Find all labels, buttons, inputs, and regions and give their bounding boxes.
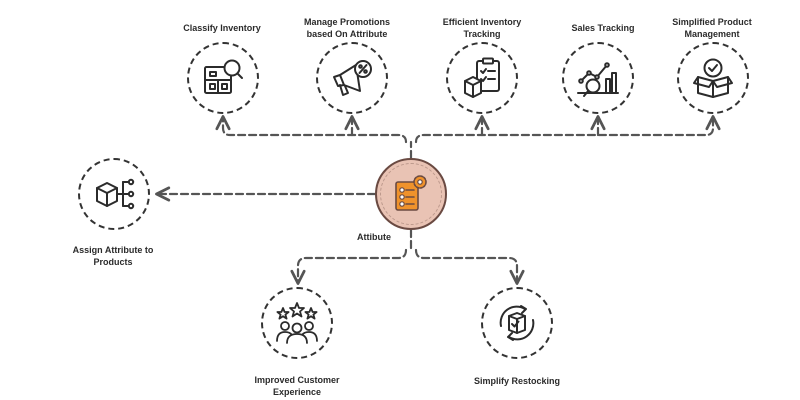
manage-promotions-label: Manage Promotions based On Attribute	[303, 17, 391, 39]
attribute-center-label: Attibute	[357, 232, 391, 242]
chart-magnifier-icon	[577, 62, 619, 97]
center-inner-ring	[380, 163, 442, 225]
simplified-product-label: Simplified Product Management	[672, 17, 752, 39]
simplified-product-node	[677, 42, 749, 114]
box-cycle-icon	[499, 305, 535, 341]
efficient-inventory-node	[446, 42, 518, 114]
box-badge-icon	[693, 58, 733, 98]
classify-inventory-node	[187, 42, 259, 114]
improved-customer-label: Improved Customer Experience	[254, 375, 340, 397]
manage-promotions-node	[316, 42, 388, 114]
assign-attribute-node	[78, 158, 150, 230]
classify-inventory-label: Classify Inventory	[183, 23, 261, 33]
connector-to-simplify-restocking	[414, 248, 525, 285]
simplify-restocking-node	[481, 287, 553, 359]
cube-network-icon	[96, 178, 135, 210]
efficient-inventory-label: Efficient Inventory Tracking	[442, 17, 522, 39]
improved-customer-node	[261, 287, 333, 359]
assign-attribute-label: Assign Attribute to Products	[72, 245, 154, 267]
inventory-magnifier-icon	[204, 59, 243, 94]
megaphone-percent-icon	[333, 60, 372, 96]
sales-tracking-node	[562, 42, 634, 114]
people-stars-icon	[276, 302, 318, 344]
clipboard-boxes-icon	[464, 57, 500, 98]
simplify-restocking-label: Simplify Restocking	[473, 376, 561, 386]
connector-to-classify-inventory	[215, 115, 408, 144]
attribute-list-gear-icon	[395, 175, 427, 211]
connector-to-simplified-product	[414, 115, 721, 144]
connector-to-improved-customer	[290, 248, 408, 285]
attribute-center-node	[375, 158, 447, 230]
sales-tracking-label: Sales Tracking	[571, 23, 635, 33]
